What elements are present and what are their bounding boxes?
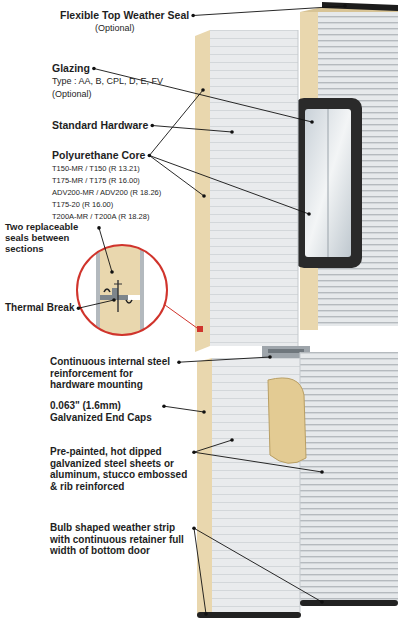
leader-dot bbox=[110, 270, 114, 274]
leader-dot bbox=[310, 120, 314, 124]
leader-dot bbox=[268, 355, 272, 359]
leader-line bbox=[193, 6, 345, 16]
cutaway-edge bbox=[268, 378, 306, 463]
callout-label: Thermal Break bbox=[5, 302, 74, 314]
leader-dot bbox=[320, 600, 324, 604]
callout-label: Polyurethane Core bbox=[52, 149, 145, 161]
leader-dot bbox=[230, 438, 234, 442]
foam-cutaway bbox=[268, 378, 306, 463]
leader-dot bbox=[343, 4, 347, 8]
leader-line bbox=[194, 528, 206, 614]
leader-line bbox=[152, 126, 232, 132]
inner-skin bbox=[210, 30, 298, 346]
leader-dot bbox=[307, 212, 311, 216]
callout-label: (Optional) bbox=[95, 23, 135, 33]
leader-dot bbox=[204, 612, 208, 616]
leader-line bbox=[99, 228, 112, 272]
callout-label: Bulb shaped weather strip with continuou… bbox=[50, 522, 190, 557]
leader-line bbox=[194, 452, 322, 472]
callout-label: Glazing bbox=[52, 62, 90, 74]
leader-line bbox=[78, 300, 114, 308]
reinforcement-slot bbox=[268, 349, 304, 353]
glass-line bbox=[328, 109, 329, 257]
leader-line bbox=[194, 528, 322, 602]
zoom-detail bbox=[70, 240, 180, 345]
callout-label: Two replaceable seals between sections bbox=[5, 222, 95, 255]
zoom-spot bbox=[197, 326, 203, 332]
leader-line bbox=[149, 90, 203, 156]
leader-line bbox=[194, 440, 232, 452]
skin-edge bbox=[298, 30, 299, 346]
leader-dot bbox=[201, 88, 205, 92]
callout-label: (Optional) bbox=[52, 89, 92, 99]
zoom-circle bbox=[77, 245, 167, 335]
zoom-link bbox=[165, 305, 197, 328]
callout-label: Type : AA, B, CPL, D, E, FV bbox=[52, 76, 163, 86]
glass bbox=[305, 109, 351, 257]
leader-dot bbox=[320, 470, 324, 474]
outer-skin bbox=[300, 352, 398, 602]
leader-dot bbox=[230, 130, 234, 134]
callout-label: 0.063" (1.6mm) Galvanized End Caps bbox=[50, 400, 160, 423]
callout-label: Pre-painted, hot dipped galvanized steel… bbox=[50, 446, 190, 492]
callout-label: Continuous internal steel reinforcement … bbox=[50, 356, 175, 391]
bottom-seal bbox=[197, 612, 301, 618]
leader-line bbox=[164, 406, 204, 412]
callout-label: Flexible Top Weather Seal bbox=[60, 9, 189, 21]
leader-line bbox=[179, 357, 270, 362]
bottom-seal bbox=[300, 600, 398, 606]
callout-label: Standard Hardware bbox=[52, 119, 148, 131]
leader-dot bbox=[112, 298, 116, 302]
callout-label: T150-MR / T150 (R 13.21) bbox=[52, 165, 140, 174]
leader-dot bbox=[202, 194, 206, 198]
callout-label: T175-20 (R 16.00) bbox=[52, 201, 113, 210]
callout-label: ADV200-MR / ADV200 (R 18.26) bbox=[52, 189, 161, 198]
leader-line bbox=[149, 156, 309, 214]
leader-dot bbox=[202, 410, 206, 414]
callout-label: T200A-MR / T200A (R 18.28) bbox=[52, 213, 149, 222]
foam-edge bbox=[197, 358, 212, 616]
callout-label: T175-MR / T175 (R 16.00) bbox=[52, 177, 140, 186]
window-frame bbox=[294, 98, 362, 268]
